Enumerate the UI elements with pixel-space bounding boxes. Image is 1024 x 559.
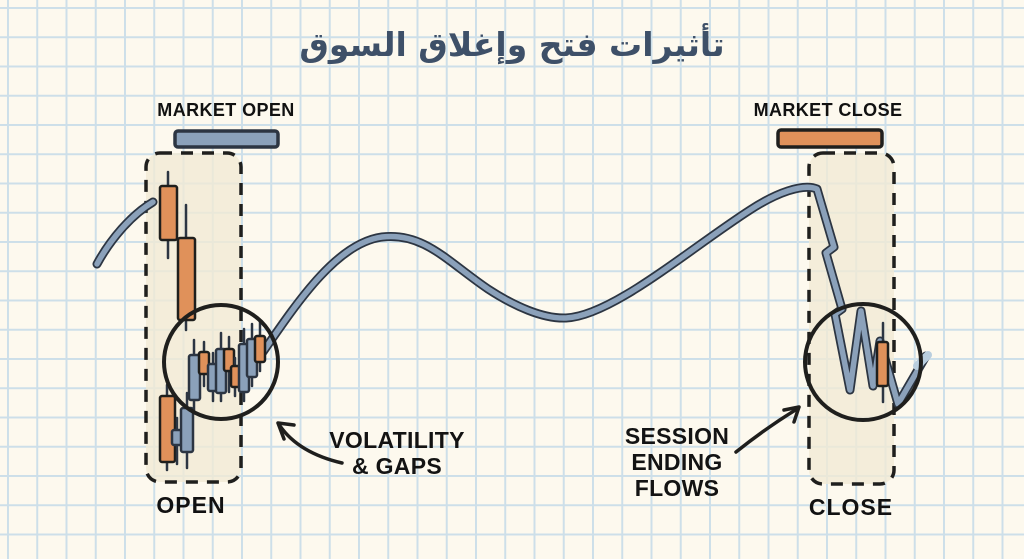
session-annotation-line2: ENDING (631, 449, 723, 475)
volatility-annotation-line2: & GAPS (352, 453, 442, 479)
session-annotation-line1: SESSION (624, 423, 730, 449)
volatility-gaps-annotation: VOLATILITY & GAPS (297, 427, 497, 479)
market-close-bar (776, 128, 884, 149)
volatility-arrow (276, 421, 344, 465)
close-zone-candle (875, 321, 890, 404)
session-ending-highlight-circle (803, 302, 923, 422)
price-line-tail (92, 197, 158, 269)
market-open-bar (173, 129, 280, 149)
volatility-candle-cluster (187, 318, 267, 414)
open-gap-candles (158, 170, 197, 332)
session-annotation-line3: FLOWS (634, 475, 720, 501)
volatility-highlight-circle (162, 303, 280, 421)
volatility-annotation-line1: VOLATILITY (329, 427, 465, 453)
session-ending-flows-annotation: SESSION ENDING FLOWS (577, 423, 777, 501)
session-ending-arrow (734, 405, 801, 454)
close-zone-label: CLOSE (808, 494, 894, 520)
page-title: تأثيرات فتح وإغلاق السوق (299, 25, 725, 64)
market-open-label: MARKET OPEN (157, 100, 295, 120)
open-zone-label: OPEN (156, 492, 226, 518)
market-close-label: MARKET CLOSE (753, 100, 903, 120)
